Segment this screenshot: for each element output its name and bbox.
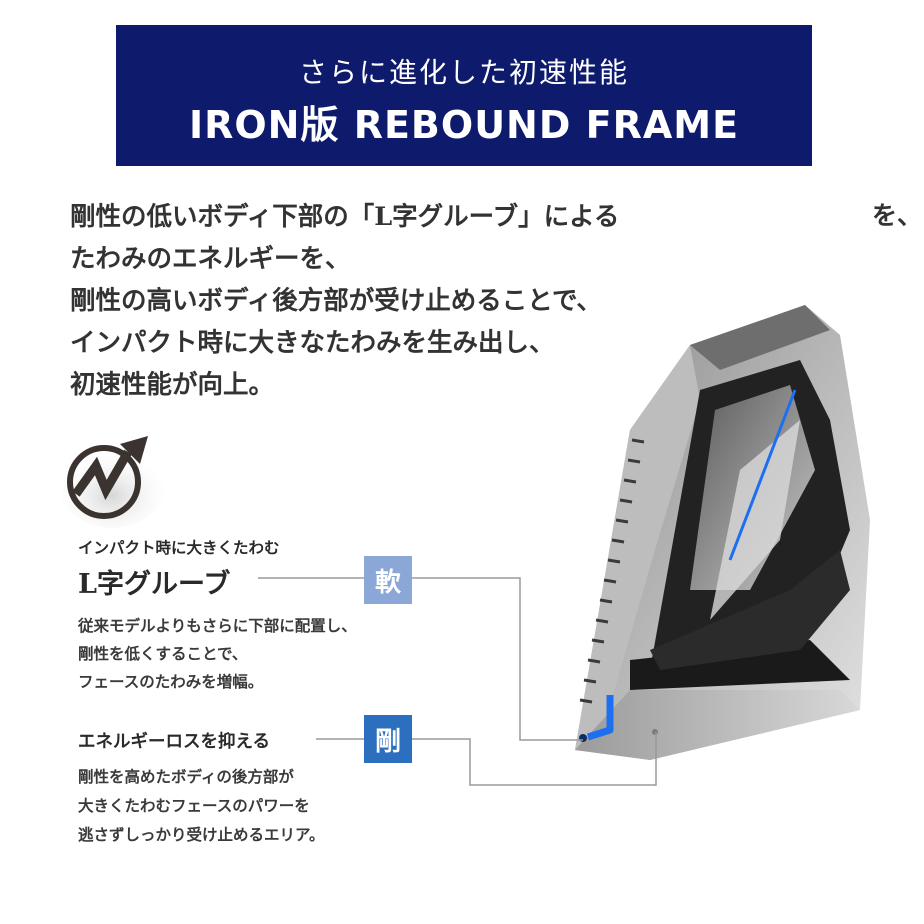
description-line: 大きくたわむフェースのパワーを — [78, 796, 310, 815]
description-line: 剛性を低くすることで、 — [78, 644, 248, 663]
rigid-feature-description: 剛性を高めたボディの後方部が 大きくたわむフェースのパワーを 逃さずしっかり受け… — [78, 762, 324, 849]
description-line: 従来モデルよりもさらに下部に配置し、 — [78, 616, 357, 635]
banner-title: IRON版 REBOUND FRAME — [188, 103, 740, 147]
intro-stray-fragment: を、 — [872, 201, 923, 230]
soft-feature-description: 従来モデルよりもさらに下部に配置し、 剛性を低くすることで、 フェースのたわみを… — [78, 612, 357, 696]
rigid-tag-badge: 剛 — [364, 715, 412, 763]
intro-line: たわみのエネルギーを、 — [70, 244, 351, 274]
iron-club-head-image — [575, 305, 870, 760]
banner-subtitle: さらに進化した初速性能 — [298, 56, 629, 89]
intro-line: 剛性の高いボディ後方部が受け止めることで、 — [70, 286, 602, 316]
soft-tag-badge: 軟 — [364, 556, 412, 604]
rising-arrow-emblem-icon — [62, 436, 164, 528]
description-line: フェースのたわみを増幅。 — [78, 672, 264, 691]
rigid-feature-title: エネルギーロスを抑える — [78, 732, 270, 752]
title-banner: さらに進化した初速性能 IRON版 REBOUND FRAME — [116, 25, 812, 166]
soft-feature-caption: インパクト時に大きくたわむ — [78, 538, 280, 557]
intro-line: 初速性能が向上。 — [70, 370, 275, 400]
intro-text: 剛性の低いボディ下部の「L字グルーブ」による たわみのエネルギーを、 剛性の高い… — [70, 196, 650, 406]
intro-line: 剛性の低いボディ下部の「L字グルーブ」による — [70, 202, 620, 232]
soft-feature-title: L字グルーブ — [78, 569, 231, 600]
description-line: 逃さずしっかり受け止めるエリア。 — [78, 825, 325, 844]
intro-line: インパクト時に大きなたわみを生み出し、 — [70, 328, 555, 358]
description-line: 剛性を高めたボディの後方部が — [78, 767, 294, 786]
